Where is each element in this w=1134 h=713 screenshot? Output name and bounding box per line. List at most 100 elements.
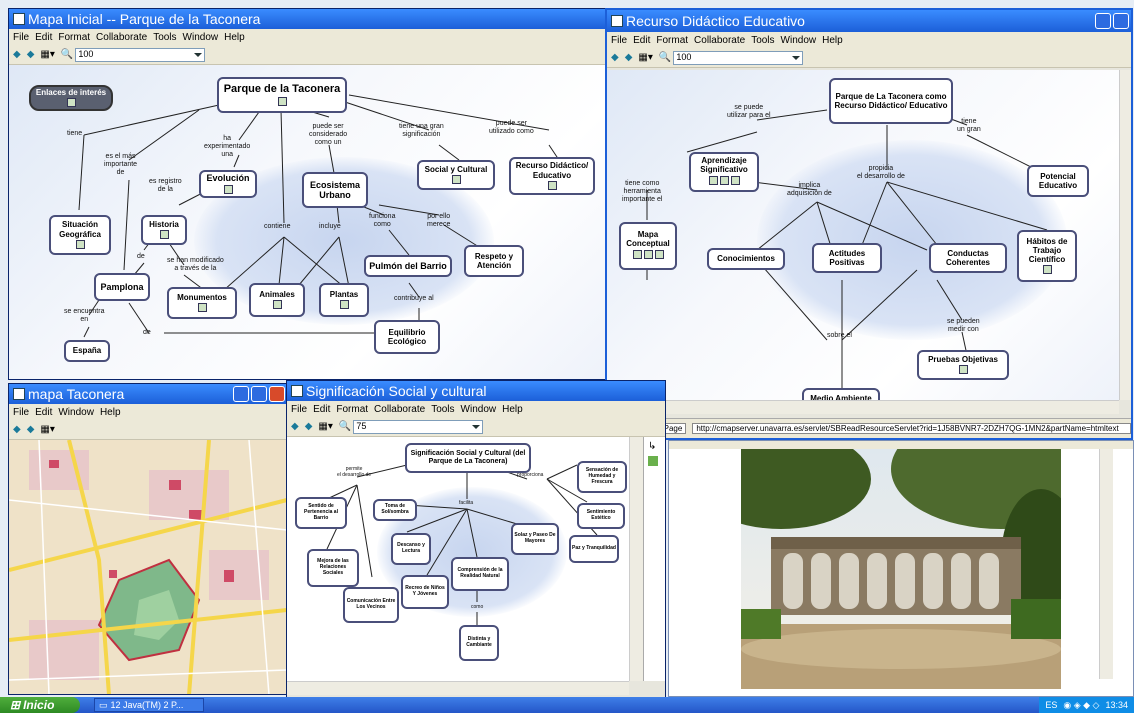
resource-icon[interactable]: [66, 98, 76, 108]
zoom-select[interactable]: 75: [353, 419, 484, 434]
node-pruebas[interactable]: Pruebas Objetivas: [917, 350, 1009, 380]
image-icon[interactable]: [708, 175, 718, 185]
horizontal-scrollbar[interactable]: [287, 681, 629, 695]
menu-tools[interactable]: Tools: [431, 403, 455, 415]
concept-map-canvas[interactable]: Significación Social y Cultural (del Par…: [287, 437, 629, 681]
resource-icon[interactable]: [159, 230, 169, 240]
node-sentido[interactable]: Sentido de Pertenencia al Barrio: [295, 497, 347, 529]
menu-format[interactable]: Format: [58, 31, 91, 43]
tree-icon[interactable]: ▦▾: [318, 421, 333, 432]
menu-file[interactable]: File: [13, 406, 30, 418]
node-respeto[interactable]: Respeto y Atención: [464, 245, 524, 277]
node-enlaces[interactable]: Enlaces de interés: [29, 85, 113, 111]
forward-arrow-icon[interactable]: ◆: [26, 49, 35, 60]
node-solaz[interactable]: Solaz y Paseo De Mayores: [511, 523, 559, 555]
resource-icon[interactable]: [1042, 265, 1052, 275]
node-distinta[interactable]: Distinta y Cambiante: [459, 625, 499, 661]
node-actitudes[interactable]: Actitudes Positivas: [812, 243, 882, 273]
zoom-select[interactable]: 100: [673, 50, 804, 65]
node-potencial[interactable]: Potencial Educativo: [1027, 165, 1089, 197]
resource-icon[interactable]: [547, 180, 557, 190]
window-mapa-inicial[interactable]: Mapa Inicial -- Parque de la Taconera Fi…: [8, 8, 606, 380]
node-animales[interactable]: Animales: [249, 283, 305, 317]
image-icon[interactable]: [223, 184, 233, 194]
node-historia[interactable]: Historia: [141, 215, 187, 245]
language-indicator[interactable]: ES: [1045, 700, 1058, 710]
resource-icon[interactable]: [339, 300, 349, 310]
menu-collaborate[interactable]: Collaborate: [694, 34, 746, 46]
forward-arrow-icon[interactable]: ◆: [304, 421, 313, 432]
menu-format[interactable]: Format: [656, 34, 689, 46]
start-button[interactable]: ⊞Inicio: [0, 697, 80, 713]
node-mapa[interactable]: Mapa Conceptual: [619, 222, 677, 270]
title-bar[interactable]: Mapa Inicial -- Parque de la Taconera: [9, 9, 605, 29]
node-social[interactable]: Social y Cultural: [417, 160, 495, 190]
menu-collaborate[interactable]: Collaborate: [96, 31, 148, 43]
node-plantas[interactable]: Plantas: [319, 283, 369, 317]
window-photo[interactable]: [668, 440, 1134, 697]
node-root[interactable]: Significación Social y Cultural (del Par…: [405, 443, 531, 473]
tray-icons[interactable]: ◉ ◈ ◆ ◇: [1063, 699, 1100, 710]
menu-window[interactable]: Window: [58, 406, 94, 418]
node-aprendizaje[interactable]: Aprendizaje Significativo: [689, 152, 759, 192]
close-button[interactable]: [269, 386, 285, 402]
forward-arrow-icon[interactable]: ◆: [26, 424, 35, 435]
zoom-select[interactable]: 100: [75, 47, 206, 62]
node-root[interactable]: Parque de la Taconera: [217, 77, 347, 113]
menu-window[interactable]: Window: [460, 403, 497, 415]
menu-edit[interactable]: Edit: [35, 31, 53, 43]
vertical-scrollbar[interactable]: [1099, 449, 1113, 679]
menu-file[interactable]: File: [291, 403, 308, 415]
menu-file[interactable]: File: [13, 31, 30, 43]
resource-icon[interactable]: [272, 300, 282, 310]
node-comprension[interactable]: Comprensión de la Realidad Natural: [451, 557, 509, 591]
minimize-button[interactable]: [233, 386, 249, 402]
vertical-scrollbar[interactable]: [629, 437, 643, 681]
resource-icon[interactable]: [654, 249, 664, 259]
title-bar[interactable]: Recurso Didáctico Educativo: [607, 10, 1131, 32]
menu-edit[interactable]: Edit: [633, 34, 651, 46]
doc-icon[interactable]: [958, 365, 968, 375]
resource-icon[interactable]: [277, 96, 287, 106]
url-field[interactable]: http://cmapserver.unavarra.es/servlet/SB…: [692, 423, 1131, 434]
menu-edit[interactable]: Edit: [313, 403, 331, 415]
node-ecosistema[interactable]: Ecosistema Urbano: [302, 172, 368, 208]
menu-edit[interactable]: Edit: [35, 406, 53, 418]
window-mapa-taconera[interactable]: mapa Taconera File Edit Window Help ◆ ◆ …: [8, 383, 288, 695]
menu-tools[interactable]: Tools: [751, 34, 775, 46]
node-monumentos[interactable]: Monumentos: [167, 287, 237, 319]
doc-icon[interactable]: [719, 175, 729, 185]
back-arrow-icon[interactable]: ◆: [611, 52, 619, 63]
forward-arrow-icon[interactable]: ◆: [624, 52, 633, 63]
node-conductas[interactable]: Conductas Coherentes: [929, 243, 1007, 273]
node-mejora[interactable]: Mejora de las Relaciones Sociales: [307, 549, 359, 587]
node-situacion[interactable]: Situación Geográfica: [49, 215, 111, 255]
tree-icon[interactable]: ▦▾: [638, 52, 653, 63]
menu-window[interactable]: Window: [780, 34, 817, 46]
concept-map-canvas[interactable]: Parque de La Taconera como Recurso Didác…: [607, 70, 1119, 410]
image-icon[interactable]: [75, 239, 85, 249]
menu-file[interactable]: File: [611, 34, 628, 46]
back-arrow-icon[interactable]: ◆: [291, 421, 299, 432]
node-pamplona[interactable]: Pamplona: [94, 273, 150, 301]
doc-icon[interactable]: [643, 249, 653, 259]
node-toma[interactable]: Toma de Sol/sombra: [373, 499, 417, 521]
maximize-button[interactable]: [1113, 13, 1129, 29]
resource-icon[interactable]: [451, 175, 461, 185]
window-recurso[interactable]: Recurso Didáctico Educativo File Edit Fo…: [605, 8, 1133, 440]
resource-icon[interactable]: [730, 175, 740, 185]
node-sensacion[interactable]: Sensación de Humedad y Frescura: [577, 461, 627, 493]
node-recreo[interactable]: Recreo de Niños Y Jóvenes: [401, 575, 449, 609]
back-arrow-icon[interactable]: ◆: [13, 424, 21, 435]
node-habitos[interactable]: Hábitos de Trabajo Científico: [1017, 230, 1077, 282]
list-icon[interactable]: [648, 456, 658, 466]
node-espana[interactable]: España: [64, 340, 110, 362]
node-conocimientos[interactable]: Conocimientos: [707, 248, 785, 270]
title-bar[interactable]: Significación Social y cultural: [287, 381, 665, 401]
menu-help[interactable]: Help: [502, 403, 523, 415]
menu-tools[interactable]: Tools: [153, 31, 177, 43]
node-root[interactable]: Parque de La Taconera como Recurso Didác…: [829, 78, 953, 124]
node-paz[interactable]: Paz y Tranquilidad: [569, 535, 619, 563]
taskbar-item[interactable]: ▭12 Java(TM) 2 P...: [94, 698, 204, 712]
node-descanso[interactable]: Descanso y Lectura: [391, 533, 431, 565]
